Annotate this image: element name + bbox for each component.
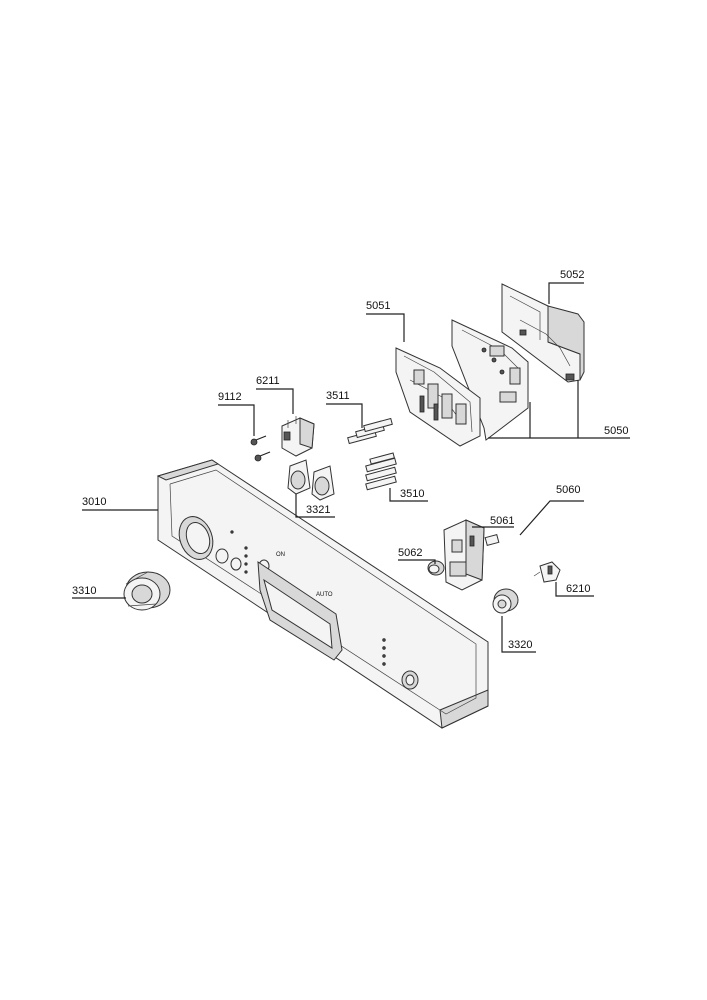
part-3010-control-panel: ON AUTO xyxy=(156,459,489,729)
callout-5061: 5061 xyxy=(490,515,514,527)
part-3310-knob xyxy=(123,571,171,611)
callout-6210: 6210 xyxy=(566,583,590,595)
callout-6211: 6211 xyxy=(256,375,280,387)
part-6211-switch xyxy=(281,416,315,457)
callout-3510: 3510 xyxy=(400,488,424,500)
part-5050-board xyxy=(451,319,529,441)
part-3321-buttons xyxy=(287,459,335,501)
callout-5051: 5051 xyxy=(366,300,390,312)
part-6210-switch xyxy=(533,561,561,583)
part-3320-knob xyxy=(492,588,519,614)
part-5061-assembly xyxy=(443,519,500,591)
callout-3321: 3321 xyxy=(306,504,330,516)
panel-mark-left: ON xyxy=(276,552,285,558)
part-5051-frame xyxy=(395,347,481,447)
callout-3010: 3010 xyxy=(82,496,106,508)
callout-5062: 5062 xyxy=(398,547,422,559)
callout-5050: 5050 xyxy=(604,425,628,437)
leader-lines xyxy=(72,282,630,653)
callout-5060: 5060 xyxy=(556,484,580,496)
callout-labels: 5052 5051 6211 9112 3511 5050 3510 5060 … xyxy=(72,269,628,651)
callout-9112: 9112 xyxy=(218,391,242,403)
part-9112-screws xyxy=(250,435,271,462)
callout-5052: 5052 xyxy=(560,269,584,281)
part-3511-light-pipes xyxy=(347,417,393,445)
callout-3320: 3320 xyxy=(508,639,532,651)
part-3510-light-pipe-bundle xyxy=(365,452,397,491)
callout-3511: 3511 xyxy=(326,390,350,402)
part-5062-lamp xyxy=(427,560,445,576)
panel-mark-right: AUTO xyxy=(316,592,333,598)
callout-3310: 3310 xyxy=(72,585,96,597)
part-5052-cover xyxy=(501,283,585,383)
